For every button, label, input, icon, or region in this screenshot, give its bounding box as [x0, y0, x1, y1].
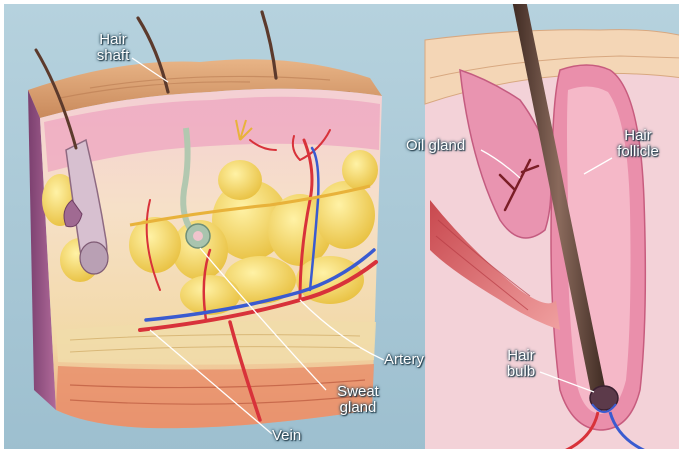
subcutaneous-layer: [56, 321, 376, 365]
label-hair-bulb: Hair bulb: [496, 348, 546, 380]
follicle-closeup: [425, 0, 683, 453]
skin-block: [28, 12, 382, 428]
label-hair-shaft: Hair shaft: [88, 32, 138, 64]
label-artery: Artery: [384, 352, 444, 368]
label-hair-follicle: Hair follicle: [608, 128, 668, 160]
label-oil-gland: Oil gland: [406, 138, 484, 154]
label-vein: Vein: [272, 428, 322, 444]
label-sweat-gland: Sweat gland: [328, 384, 388, 416]
